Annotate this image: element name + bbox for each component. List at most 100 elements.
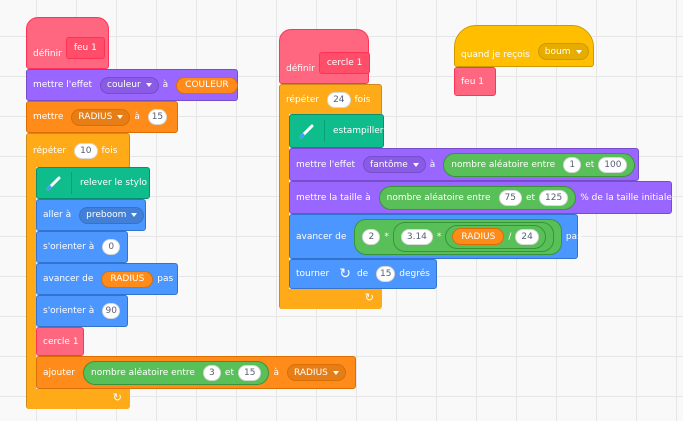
repeat-count-input[interactable]: 24: [327, 91, 351, 108]
random-max-input[interactable]: 125: [539, 189, 569, 206]
random-number-reporter[interactable]: nombre aléatoire entre 75 et 125: [378, 185, 577, 210]
chevron-down-icon: [131, 213, 138, 217]
define-feu-1-prototype[interactable]: feu 1: [65, 37, 105, 59]
chevron-down-icon: [412, 162, 419, 167]
effect-dropdown[interactable]: fantôme: [363, 156, 426, 173]
when-receive-hat[interactable]: quand je reçois boum: [454, 25, 594, 67]
define-cercle-1-hat[interactable]: définir cercle 1: [279, 29, 371, 84]
set-effect-block[interactable]: mettre l'effet couleur à COULEUR: [26, 69, 238, 101]
goto-block[interactable]: aller à preboom: [36, 199, 146, 231]
repeat-block[interactable]: répéter 24 fois: [279, 84, 382, 114]
move-suffix: pas: [565, 231, 582, 242]
call-cercle-1-block[interactable]: cercle 1: [36, 327, 84, 356]
couleur-variable-reporter[interactable]: COULEUR: [176, 76, 238, 94]
define-cercle-1-prototype[interactable]: cercle 1: [318, 52, 371, 74]
random-and: et: [224, 367, 234, 378]
variable-dropdown[interactable]: RADIUS: [71, 108, 131, 126]
set-size-suffix: % de la taille initiale: [580, 192, 672, 203]
divide-reporter[interactable]: RADIUS / 24: [445, 224, 546, 249]
rotate-clockwise-icon: ↻: [339, 266, 351, 282]
pen-icon: [43, 172, 72, 194]
define-label: définir: [286, 64, 315, 74]
multiply-reporter-outer[interactable]: 2 * 3.14 * RADIUS / 24: [354, 218, 562, 255]
radius-variable-reporter[interactable]: RADIUS: [101, 270, 154, 288]
loop-arrow-icon: ↻: [112, 391, 122, 404]
random-min-input[interactable]: 3: [202, 364, 221, 381]
divide-input[interactable]: 24: [515, 228, 539, 245]
effect-dropdown-value: couleur: [107, 80, 141, 90]
repeat-arm: [26, 167, 36, 389]
change-variable-to: à: [273, 367, 279, 378]
effect-dropdown[interactable]: couleur: [100, 76, 159, 94]
change-variable-label: ajouter: [43, 367, 75, 378]
turn-degrees-input[interactable]: 15: [376, 266, 396, 282]
set-size-block[interactable]: mettre la taille à nombre aléatoire entr…: [289, 181, 672, 214]
point-direction-block-2[interactable]: s'orienter à 90: [36, 295, 128, 327]
multiply-reporter-inner[interactable]: 3.14 * RADIUS / 24: [392, 221, 554, 252]
repeat-suffix: fois: [354, 94, 371, 105]
set-effect-to: à: [162, 80, 169, 90]
repeat-block[interactable]: répéter 10 fois: [26, 133, 130, 167]
turn-suffix: degrés: [399, 269, 430, 279]
set-variable-to: à: [134, 112, 140, 122]
set-variable-block[interactable]: mettre RADIUS à 15: [26, 101, 178, 133]
set-size-label: mettre la taille à: [296, 192, 371, 203]
message-dropdown[interactable]: boum: [537, 43, 589, 60]
move-label: avancer de: [296, 231, 347, 242]
goto-target-dropdown[interactable]: preboom: [79, 206, 145, 224]
change-variable-block[interactable]: ajouter nombre aléatoire entre 3 et 15 à…: [36, 356, 356, 389]
move-steps-block[interactable]: avancer de 2 * 3.14 * RADIUS / 24 pas: [289, 214, 582, 259]
define-block-name: feu 1: [73, 43, 97, 53]
multiply-input-1[interactable]: 2: [362, 228, 381, 245]
multiply-input-2[interactable]: 3.14: [400, 228, 433, 245]
set-variable-value-input[interactable]: 15: [147, 109, 167, 125]
random-max-input[interactable]: 100: [598, 156, 628, 173]
random-number-reporter[interactable]: nombre aléatoire entre 1 et 100: [443, 152, 636, 177]
point-direction-label: s'orienter à: [43, 242, 95, 252]
call-block-label: feu 1: [461, 76, 484, 87]
goto-target-value: preboom: [86, 210, 127, 220]
random-number-reporter[interactable]: nombre aléatoire entre 3 et 15: [83, 360, 270, 385]
change-variable-dropdown[interactable]: RADIUS: [286, 364, 346, 381]
define-block-name: cercle 1: [326, 58, 363, 68]
chevron-down-icon: [145, 83, 152, 87]
repeat-footer[interactable]: ↻: [279, 289, 382, 309]
random-min-input[interactable]: 75: [498, 189, 522, 206]
pen-up-label: relever le stylo: [80, 178, 147, 188]
random-label: nombre aléatoire entre: [451, 159, 556, 170]
repeat-label: répéter: [33, 145, 67, 156]
radius-variable-reporter[interactable]: RADIUS: [452, 228, 505, 245]
random-label: nombre aléatoire entre: [91, 367, 195, 378]
repeat-suffix: fois: [101, 145, 118, 156]
random-and: et: [585, 159, 595, 170]
turn-de: de: [356, 269, 369, 279]
loop-arrow-icon: ↻: [364, 291, 374, 304]
define-label: définir: [33, 49, 62, 59]
set-effect-label: mettre l'effet: [296, 159, 356, 170]
multiply-operator-2: *: [436, 231, 442, 242]
turn-right-block[interactable]: tourner ↻ de 15 degrés: [289, 259, 437, 289]
pen-up-block[interactable]: relever le stylo: [36, 167, 150, 199]
change-variable-value: RADIUS: [293, 367, 328, 378]
define-feu-1-hat[interactable]: définir feu 1: [26, 17, 109, 69]
stamp-block[interactable]: estampiller: [289, 114, 384, 148]
move-steps-block[interactable]: avancer de RADIUS pas: [36, 263, 178, 295]
divide-operator: /: [508, 231, 512, 242]
point-direction-input[interactable]: 90: [102, 303, 121, 319]
point-direction-label: s'orienter à: [43, 306, 95, 316]
point-direction-input[interactable]: 0: [102, 239, 121, 255]
repeat-footer[interactable]: ↻: [26, 389, 130, 409]
message-dropdown-value: boum: [544, 46, 571, 57]
set-effect-block[interactable]: mettre l'effet fantôme à nombre aléatoir…: [289, 148, 639, 181]
random-max-input[interactable]: 15: [237, 364, 262, 381]
point-direction-block-1[interactable]: s'orienter à 0: [36, 231, 128, 263]
random-and: et: [525, 192, 536, 203]
variable-dropdown-value: RADIUS: [78, 112, 113, 122]
repeat-count-input[interactable]: 10: [74, 142, 98, 159]
set-effect-label: mettre l'effet: [33, 80, 93, 90]
random-min-input[interactable]: 1: [563, 156, 582, 173]
goto-label: aller à: [43, 210, 72, 220]
turn-label: tourner: [296, 269, 330, 279]
call-feu-1-block[interactable]: feu 1: [454, 67, 496, 96]
pen-icon: [296, 120, 325, 142]
